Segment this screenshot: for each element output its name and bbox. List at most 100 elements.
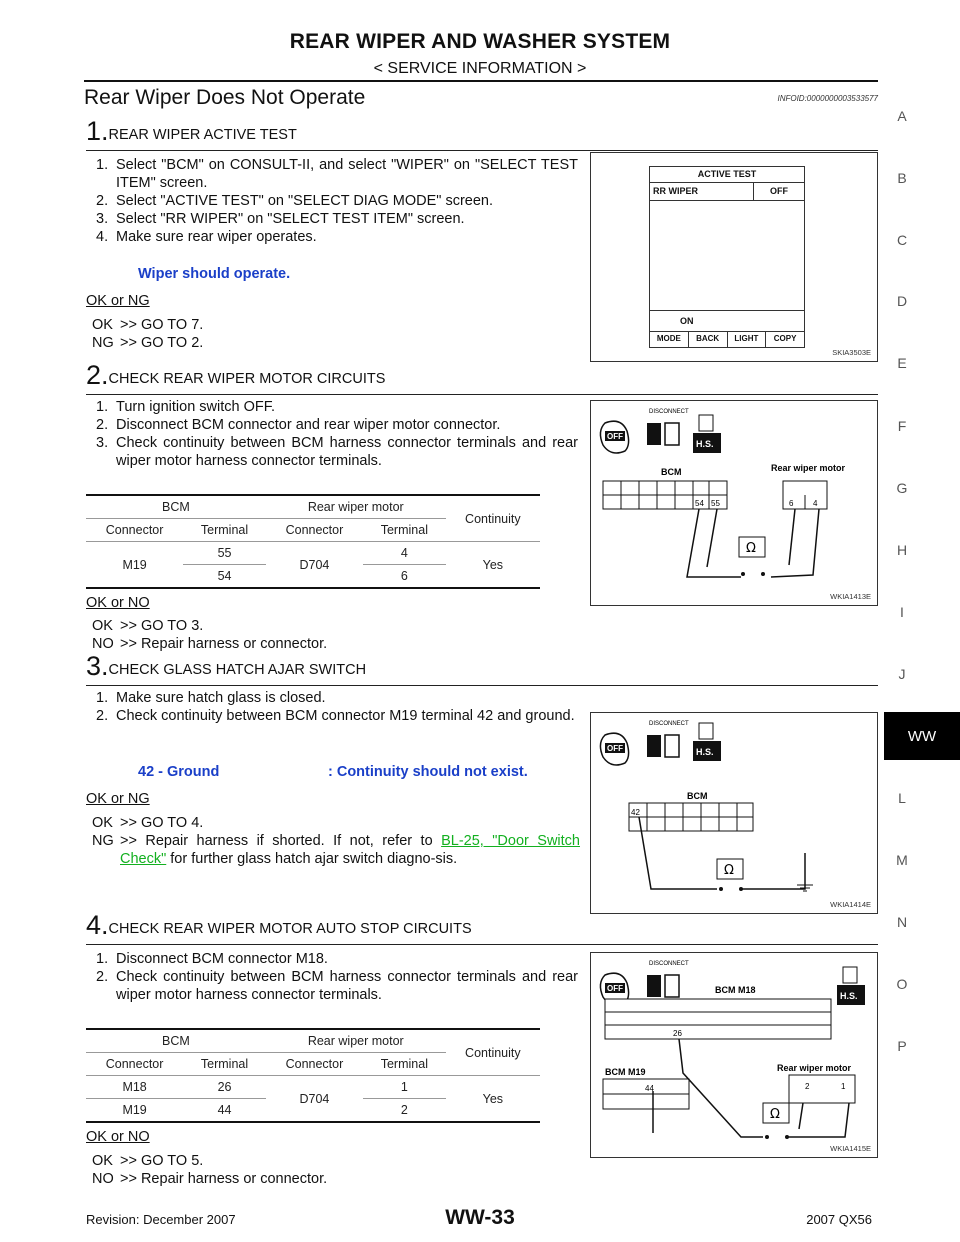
goto-link[interactable]: >> GO TO 4. — [120, 815, 204, 831]
ohmmeter-icon — [716, 858, 744, 880]
step-4-results: OK>> GO TO 5. NO>> Repair harness or con… — [92, 1153, 328, 1187]
step-3-title: 3.CHECK GLASS HATCH AJAR SWITCH — [86, 651, 367, 681]
consult-screen: ACTIVE TEST RR WIPER OFF ON MODE BACK LI… — [649, 166, 805, 348]
table-header: Connector — [86, 1052, 184, 1076]
softkey-back[interactable]: BACK — [689, 331, 728, 347]
step-1-spec: Wiper should operate. — [138, 266, 291, 282]
side-tab-g[interactable]: G — [896, 480, 908, 496]
connector-disconnect-icon: DISCONNECT — [647, 409, 689, 446]
side-tab-m[interactable]: M — [896, 852, 908, 868]
table-header: Connector — [86, 518, 184, 542]
side-tab-p[interactable]: P — [897, 1038, 907, 1054]
step-1-item: 4.Make sure rear wiper operates. — [96, 229, 317, 245]
softkey-light[interactable]: LIGHT — [728, 331, 767, 347]
bcm-m19-label: BCM M19 — [605, 1067, 646, 1077]
figure-code: WKIA1413E — [830, 592, 871, 601]
step-2-item: 3.Check continuity between BCM harness c… — [96, 435, 578, 469]
ohmmeter-icon — [738, 536, 766, 558]
table-header: Connector — [265, 518, 364, 542]
goto-link[interactable]: >> GO TO 7. — [120, 317, 204, 333]
step-2-rule — [86, 394, 878, 395]
consult-row-label: RR WIPER — [650, 183, 754, 200]
step-1-item: 2.Select "ACTIVE TEST" on "SELECT DIAG M… — [96, 193, 494, 209]
step-1-rule — [86, 150, 878, 151]
step-1-title: 1.REAR WIPER ACTIVE TEST — [86, 116, 297, 146]
harness-side-icon: H.S. — [837, 966, 865, 1005]
motor-label: Rear wiper motor — [777, 1063, 852, 1073]
step-4-continuity-table: BCM Rear wiper motor Continuity Connecto… — [86, 1028, 540, 1123]
svg-text:H.S.: H.S. — [696, 747, 714, 757]
page-header-title: REAR WIPER AND WASHER SYSTEM — [289, 30, 671, 53]
step-3-result-label: OK or NG — [86, 791, 150, 807]
step-2-instructions: 1.Turn ignition switch OFF. 2.Disconnect… — [96, 398, 578, 470]
info-id: INFOID:0000000003533577 — [777, 94, 878, 103]
table-row: M19 55 D704 4 Yes — [86, 541, 540, 589]
harness-side-icon: H.S. — [693, 414, 721, 453]
figure-code: WKIA1415E — [830, 1144, 871, 1153]
step-2-result-label: OK or NO — [86, 595, 150, 611]
step-2-results: OK>> GO TO 3. NO>> Repair harness or con… — [92, 618, 328, 652]
table-row: M18 26 D704 1 Yes — [86, 1075, 540, 1123]
header-rule — [84, 80, 878, 82]
svg-text:54: 54 — [695, 499, 704, 508]
consult-on-button[interactable]: ON — [650, 310, 804, 332]
step-3-item: 1.Make sure hatch glass is closed. — [96, 690, 326, 706]
goto-link[interactable]: >> GO TO 5. — [120, 1153, 204, 1169]
svg-text:1: 1 — [841, 1082, 846, 1091]
table-header: BCM — [86, 1028, 266, 1053]
softkey-mode[interactable]: MODE — [650, 331, 689, 347]
side-tab-i[interactable]: I — [900, 604, 904, 620]
svg-text:DISCONNECT: DISCONNECT — [649, 961, 689, 967]
softkey-copy[interactable]: COPY — [773, 334, 797, 343]
step-1-result-label: OK or NG — [86, 293, 150, 309]
ground-symbol-icon — [797, 879, 813, 892]
figure-code: WKIA1414E — [830, 900, 871, 909]
footer-revision: Revision: December 2007 — [86, 1212, 236, 1227]
table-header: Terminal — [363, 1052, 446, 1076]
bl-25-door-switch-check-link[interactable]: BL-25, "Door Switch Check" — [120, 833, 580, 867]
side-tab-f[interactable]: F — [897, 418, 907, 434]
side-tab-d[interactable]: D — [896, 293, 908, 309]
goto-link[interactable]: >> GO TO 3. — [120, 618, 204, 634]
side-tab-b[interactable]: B — [897, 170, 907, 186]
svg-text:6: 6 — [789, 499, 794, 508]
table-header: BCM — [86, 494, 266, 519]
off-switch-icon: OFF — [599, 732, 630, 766]
side-tab-c[interactable]: C — [896, 232, 908, 248]
harness-side-icon: H.S. — [693, 722, 721, 761]
side-tab-a[interactable]: A — [897, 108, 907, 124]
connector-disconnect-icon: DISCONNECT — [647, 961, 689, 998]
circuit-diagram: OFF DISCONNECT H.S. BCM 42 Ω — [599, 721, 813, 892]
svg-text:42: 42 — [631, 808, 640, 817]
goto-link[interactable]: >> GO TO 2. — [120, 335, 204, 351]
svg-text:Ω: Ω — [770, 1107, 780, 1122]
page-header-subtitle: < SERVICE INFORMATION > — [373, 60, 587, 77]
step-3-item: 2.Check continuity between BCM connector… — [96, 708, 575, 724]
svg-text:OFF: OFF — [607, 984, 623, 993]
table-header: Continuity — [445, 494, 540, 542]
step-4-item: 1.Disconnect BCM connector M18. — [96, 951, 328, 967]
footer-model: 2007 QX56 — [806, 1212, 872, 1227]
side-tab-j[interactable]: J — [898, 666, 906, 682]
motor-label: Rear wiper motor — [771, 463, 846, 473]
side-tab-l[interactable]: L — [898, 790, 906, 806]
step-2-continuity-table: BCM Rear wiper motor Continuity Connecto… — [86, 494, 540, 589]
connector-disconnect-icon: DISCONNECT — [647, 721, 689, 758]
figure-code: SKIA3503E — [832, 348, 871, 357]
side-tab-o[interactable]: O — [896, 976, 908, 992]
step-4-instructions: 1.Disconnect BCM connector M18. 2.Check … — [96, 950, 578, 1004]
svg-text:OFF: OFF — [607, 432, 623, 441]
svg-text:Ω: Ω — [746, 541, 756, 556]
side-tab-n[interactable]: N — [896, 914, 908, 930]
svg-text:H.S.: H.S. — [840, 991, 858, 1001]
bcm-m18-label: BCM M18 — [715, 985, 756, 995]
side-tab-h[interactable]: H — [896, 542, 908, 558]
table-header: Terminal — [363, 518, 446, 542]
section-title: Rear Wiper Does Not Operate — [84, 86, 366, 109]
figure-hatch-ajar-circuit: OFF DISCONNECT H.S. BCM 42 Ω WKIA14 — [590, 712, 878, 914]
svg-text:55: 55 — [711, 499, 720, 508]
side-tab-e[interactable]: E — [897, 355, 907, 371]
circuit-diagram: OFF DISCONNECT H.S. BCM Rear wiper motor… — [599, 409, 846, 578]
side-tab-ww-active[interactable]: WW — [884, 712, 960, 760]
ohmmeter-icon — [762, 1102, 790, 1124]
